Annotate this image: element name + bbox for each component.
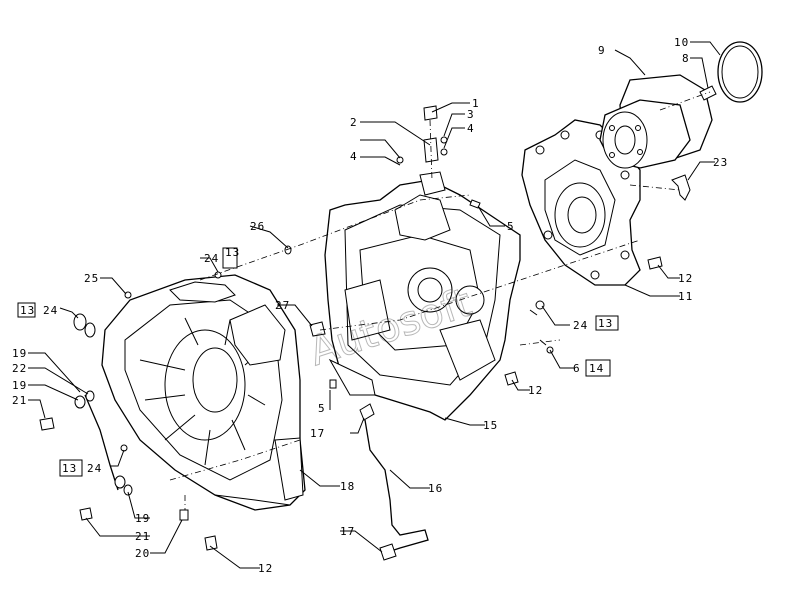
callout-box: [59, 459, 83, 477]
callout-5: 5: [318, 402, 326, 415]
callout-22: 22: [12, 362, 27, 375]
callout-13: 13: [20, 304, 35, 317]
callout-24: 24: [87, 462, 102, 475]
callout-27: 27: [275, 299, 290, 312]
callout-19: 19: [12, 379, 27, 392]
callout-2: 2: [350, 116, 358, 129]
callout-12: 12: [678, 272, 693, 285]
callout-9: 9: [598, 44, 606, 57]
cap-plug: [423, 105, 438, 121]
callout-box: [222, 247, 238, 269]
callout-10: 10: [674, 36, 689, 49]
gearbox-housing: [324, 171, 521, 421]
washer-2: [396, 156, 404, 164]
callout-24: 24: [43, 304, 58, 317]
small-pipe: [84, 394, 119, 491]
callout-5: 5: [507, 220, 515, 233]
callout-box: [585, 359, 611, 377]
callout-26: 26: [250, 220, 265, 233]
callout-24: 24: [204, 252, 219, 265]
motor-unit: [599, 74, 713, 169]
callout-box: [17, 302, 36, 318]
bell-housing: [101, 274, 306, 511]
callout-6: 6: [573, 362, 581, 375]
callout-12: 12: [258, 562, 273, 575]
callout-8: 8: [682, 52, 690, 65]
washer: [440, 148, 448, 156]
callout-25: 25: [84, 272, 99, 285]
callout-12: 12: [528, 384, 543, 397]
oil-pipe: [364, 419, 429, 553]
callout-3: 3: [467, 108, 475, 121]
callout-1: 1: [472, 97, 480, 110]
callout-13: 13: [598, 317, 613, 330]
callout-4: 4: [467, 122, 475, 135]
callout-box: [595, 315, 619, 331]
callout-18: 18: [340, 480, 355, 493]
callout-19: 19: [12, 347, 27, 360]
callout-13: 13: [225, 246, 240, 259]
callout-17: 17: [310, 427, 325, 440]
callout-21: 21: [135, 530, 150, 543]
elbow-fitting: [671, 174, 691, 201]
callout-14: 14: [589, 362, 604, 375]
callout-4: 4: [350, 150, 358, 163]
callout-13: 13: [62, 462, 77, 475]
callout-17: 17: [340, 525, 355, 538]
callout-20: 20: [135, 547, 150, 560]
callout-24: 24: [573, 319, 588, 332]
callout-16: 16: [428, 482, 443, 495]
callout-15: 15: [483, 419, 498, 432]
callout-21: 21: [12, 394, 27, 407]
callout-23: 23: [713, 156, 728, 169]
callout-19: 19: [135, 512, 150, 525]
callout-11: 11: [678, 290, 693, 303]
